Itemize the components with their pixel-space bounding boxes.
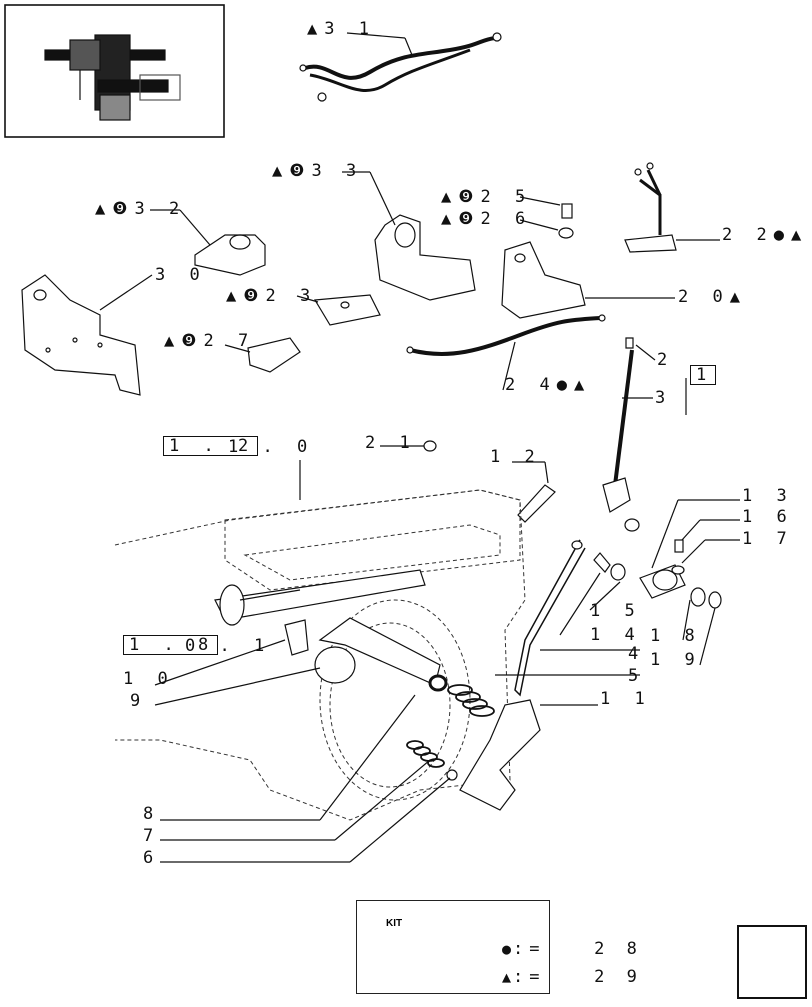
label-27: ▲❾2 7 [164,331,256,351]
label-21: 2 1 [365,433,417,453]
label-20: 2 0▲ [678,287,747,307]
label-19: 1 9 [650,650,702,670]
label-31: ▲3 1 [307,19,376,39]
label-0-1: 0 . 1 [185,636,272,656]
label-12: 1 2 [490,447,542,467]
label-4: 4 [628,644,646,664]
label-10: 1 0 [123,669,175,689]
label-3: 3 [655,388,673,408]
label-13: 1 3 [742,486,794,506]
label-11: 1 1 [600,689,652,709]
label-9: 9 [130,691,148,711]
assembly-thumbnail [44,34,181,121]
kit-legend: KIT ●:= 2 8 ▲:= 2 9 [356,900,637,994]
label-33: ▲❾3 3 [272,161,364,181]
label-16: 1 6 [742,507,794,527]
label-26: ▲❾2 6 [441,209,533,229]
label-1-2-box[interactable]: 1 . 2 [163,436,259,456]
next-page-button[interactable] [737,925,807,999]
label-25: ▲❾2 5 [441,187,533,207]
label-6: 6 [143,848,161,868]
label-2: 2 [657,350,675,370]
label-30: 3 0 [155,265,207,285]
thumbnail-frame [4,4,225,138]
label-22: 2 2●▲ [722,225,809,245]
label-5: 5 [628,666,646,686]
label-15: 1 5 [590,601,642,621]
label-17: 1 7 [742,529,794,549]
label-14: 1 4 [590,625,642,645]
label-7: 7 [143,826,161,846]
circle-symbol: ● [501,940,511,958]
label-32: ▲❾3 2 [95,199,187,219]
label-18: 1 8 [650,626,702,646]
circle-value: := 2 8 [512,939,643,959]
label-1-box[interactable]: 1 [690,365,717,385]
triangle-symbol: ▲ [501,968,511,986]
kit-label: KIT [386,918,403,929]
legend-row-triangle: ▲:= 2 9 [437,947,643,1007]
label-24: 2 4●▲ [505,375,592,395]
legend-row-circle: ●:= 2 8 [437,919,643,979]
label-23: ▲❾2 3 [226,286,318,306]
label-1-0: 1 . 0 [228,437,315,457]
label-8: 8 [143,804,161,824]
label-1-8-box[interactable]: 1 . 8 [123,635,219,655]
triangle-value: := 2 9 [512,967,643,987]
